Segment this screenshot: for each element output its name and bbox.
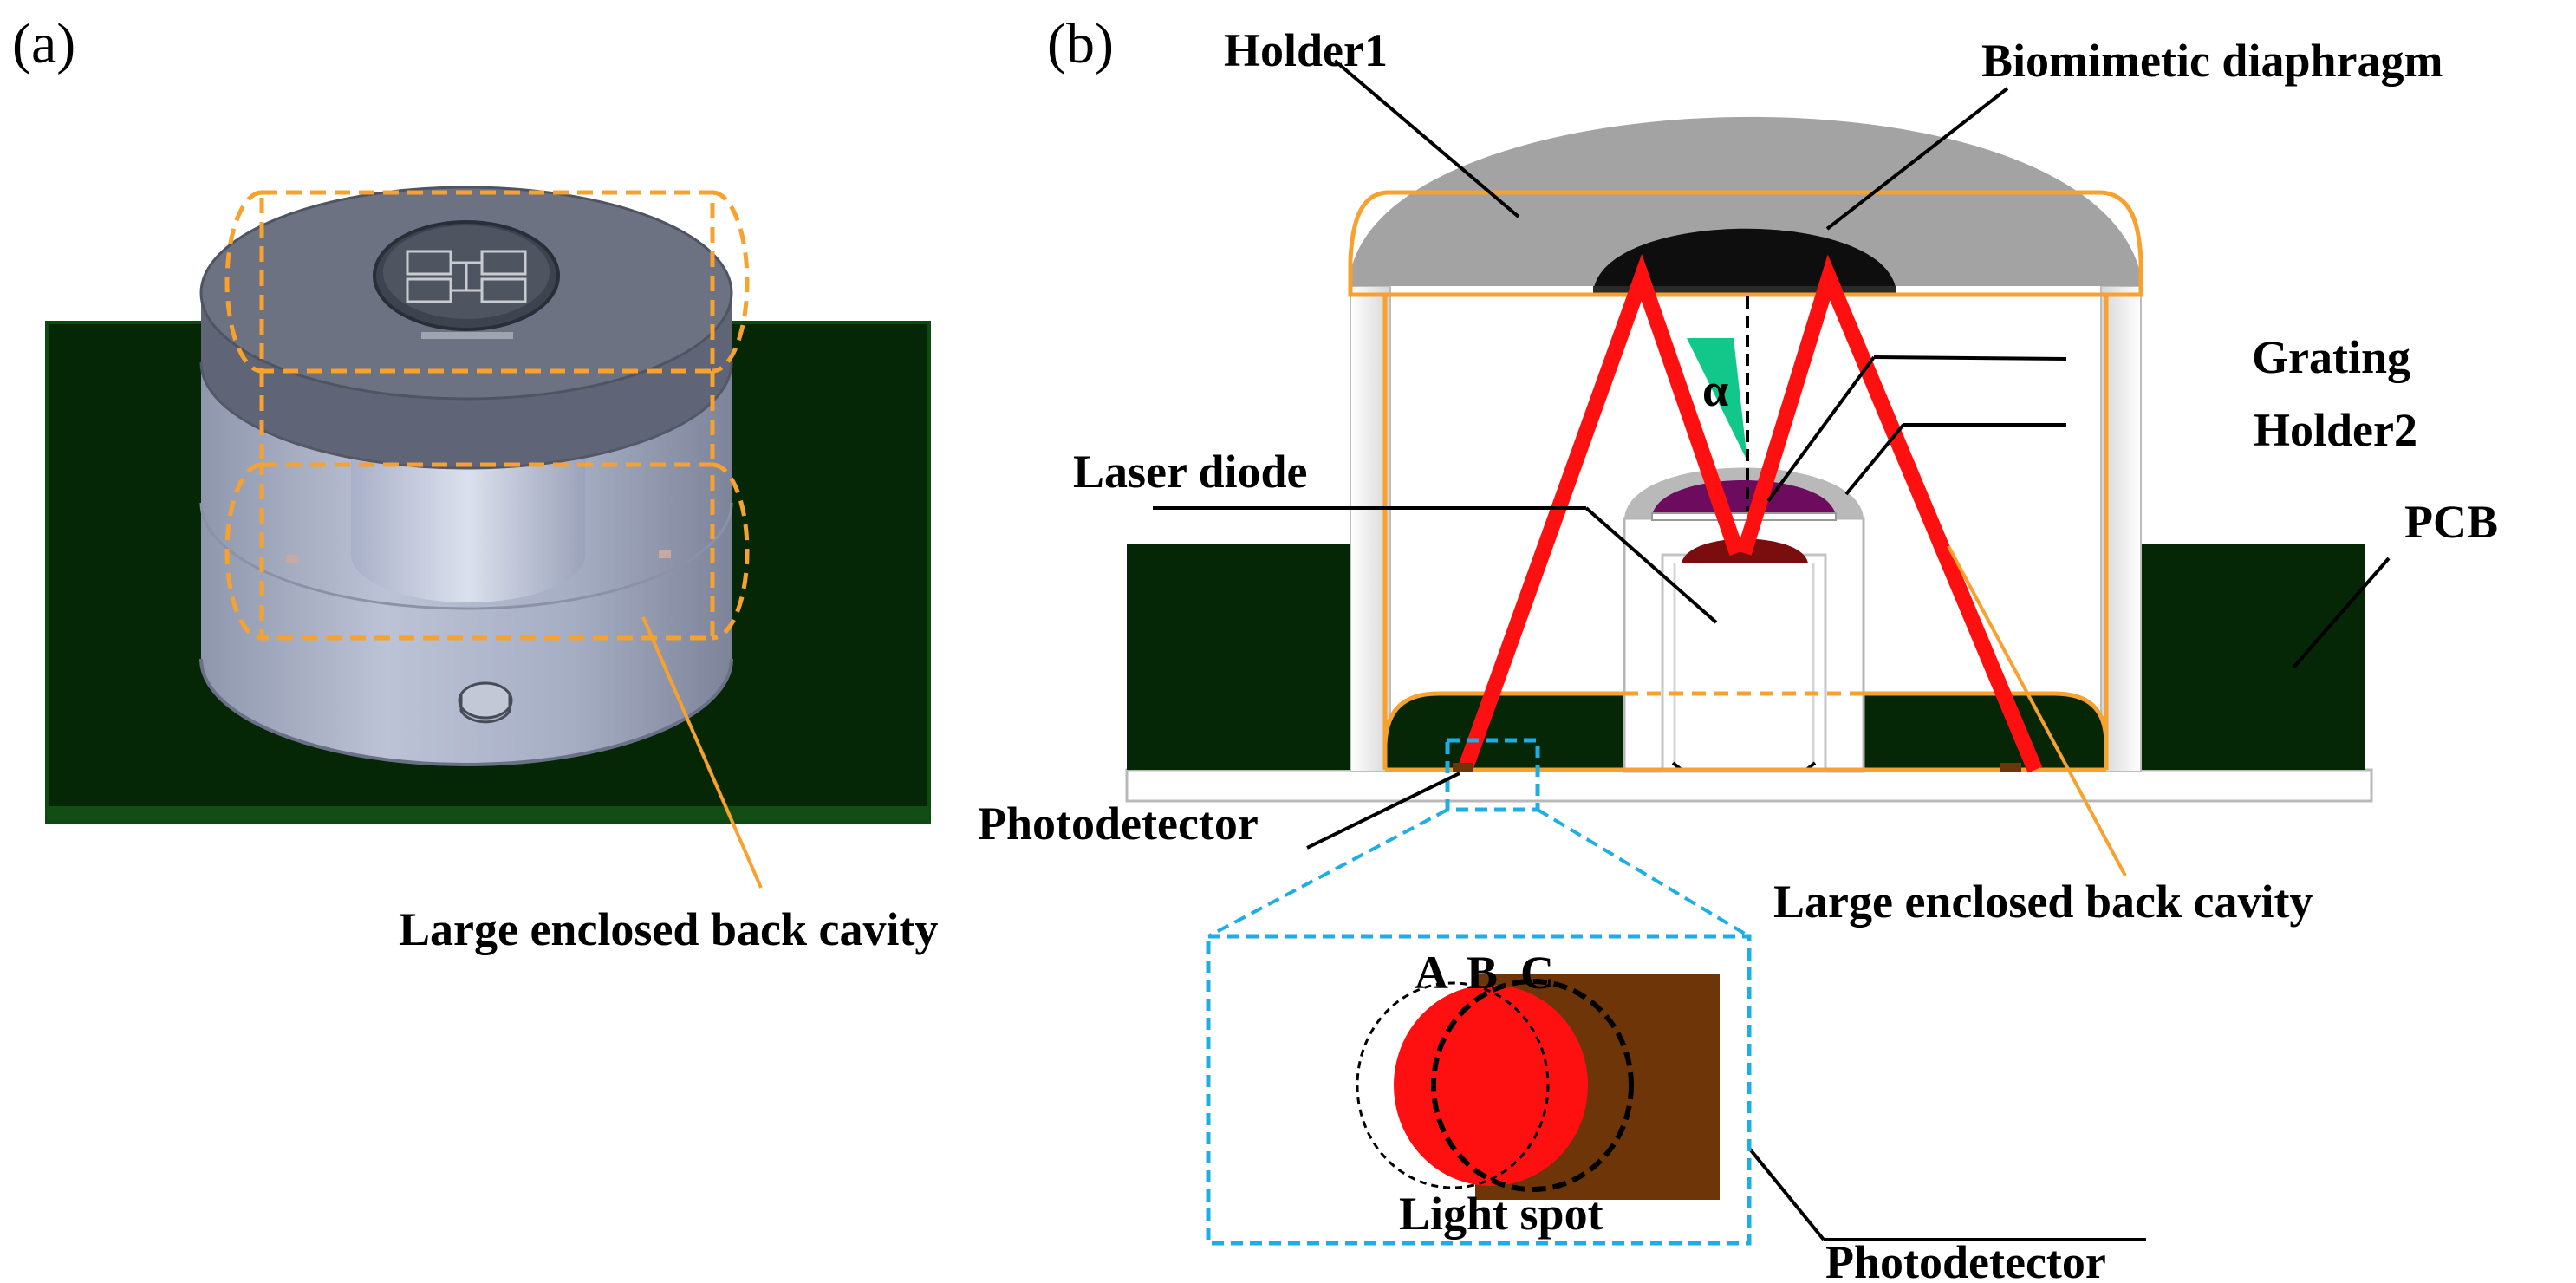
cylinder-bottom-rim: [199, 658, 733, 766]
biomimetic-diaphragm: [1593, 228, 1896, 293]
spot-position-c: [1431, 979, 1634, 1192]
cavity-leader-a: [641, 616, 763, 889]
grating: [1652, 480, 1836, 517]
pcb-right: [2141, 544, 2365, 770]
grating-label: Grating: [2252, 331, 2410, 383]
photodetector-pad-right: [2000, 763, 2021, 772]
holder2-label: Holder2: [2254, 404, 2417, 456]
alpha-label: α: [1702, 364, 1728, 416]
photodetector-label: Photodetector: [978, 798, 1259, 850]
position-c-label: C: [1520, 947, 1554, 999]
photodetector-pad-left: [1453, 763, 1473, 772]
position-b-label: B: [1467, 947, 1498, 999]
pcb-label: PCB: [2404, 496, 2498, 548]
beam-right: [1736, 254, 2043, 773]
laser-diode-body: [1661, 553, 1827, 773]
light-spot-label: Light spot: [1399, 1188, 1603, 1240]
cylinder-seam: [199, 502, 733, 610]
panel-b-tag: (b): [1047, 12, 1114, 75]
side-mark-right: [659, 550, 671, 558]
holder1-dome: [1349, 116, 2143, 286]
interior-pcb-right: [1864, 694, 2106, 770]
pcb-edge: [47, 806, 929, 820]
light-spot: [1394, 985, 1588, 1186]
interior-pcb-left: [1385, 694, 1624, 770]
laser-beams: [1457, 253, 2043, 773]
diaphragm-pattern: [406, 250, 527, 303]
cavity-outline-a: [224, 190, 750, 641]
cavity-label-a: Large enclosed back cavity: [399, 903, 938, 955]
beam-left: [1457, 253, 1745, 773]
pcb-base-strip: [1125, 768, 2373, 803]
laser-diode-label: Laser diode: [1073, 446, 1308, 498]
inset-photodetector-label: Photodetector: [1825, 1236, 2106, 1283]
cavity-label-b: Large enclosed back cavity: [1773, 876, 2313, 928]
diaphragm-label: Biomimetic diaphragm: [1981, 35, 2443, 87]
vent-hole: [458, 681, 513, 720]
leader-lines: [1153, 59, 2391, 850]
cavity-outline-b: [1348, 190, 2143, 772]
spot-position-a: [1356, 981, 1550, 1189]
cavity-leader-b: [1947, 545, 2127, 876]
panel-a-tag: (a): [12, 12, 75, 75]
light-spot-inset: A B C Light spot Photodetector: [1206, 934, 2106, 1283]
holder1-label: Holder1: [1224, 24, 1388, 76]
panel-b: (b): [978, 12, 2498, 1283]
side-mark-left: [286, 555, 298, 563]
chip-base: [421, 332, 513, 339]
panel-a: (a): [12, 12, 938, 955]
inset-marker: [1445, 738, 1540, 812]
pcb-left: [1127, 544, 1350, 770]
position-a-label: A: [1415, 947, 1448, 999]
angle-wedge: [1687, 338, 1747, 461]
